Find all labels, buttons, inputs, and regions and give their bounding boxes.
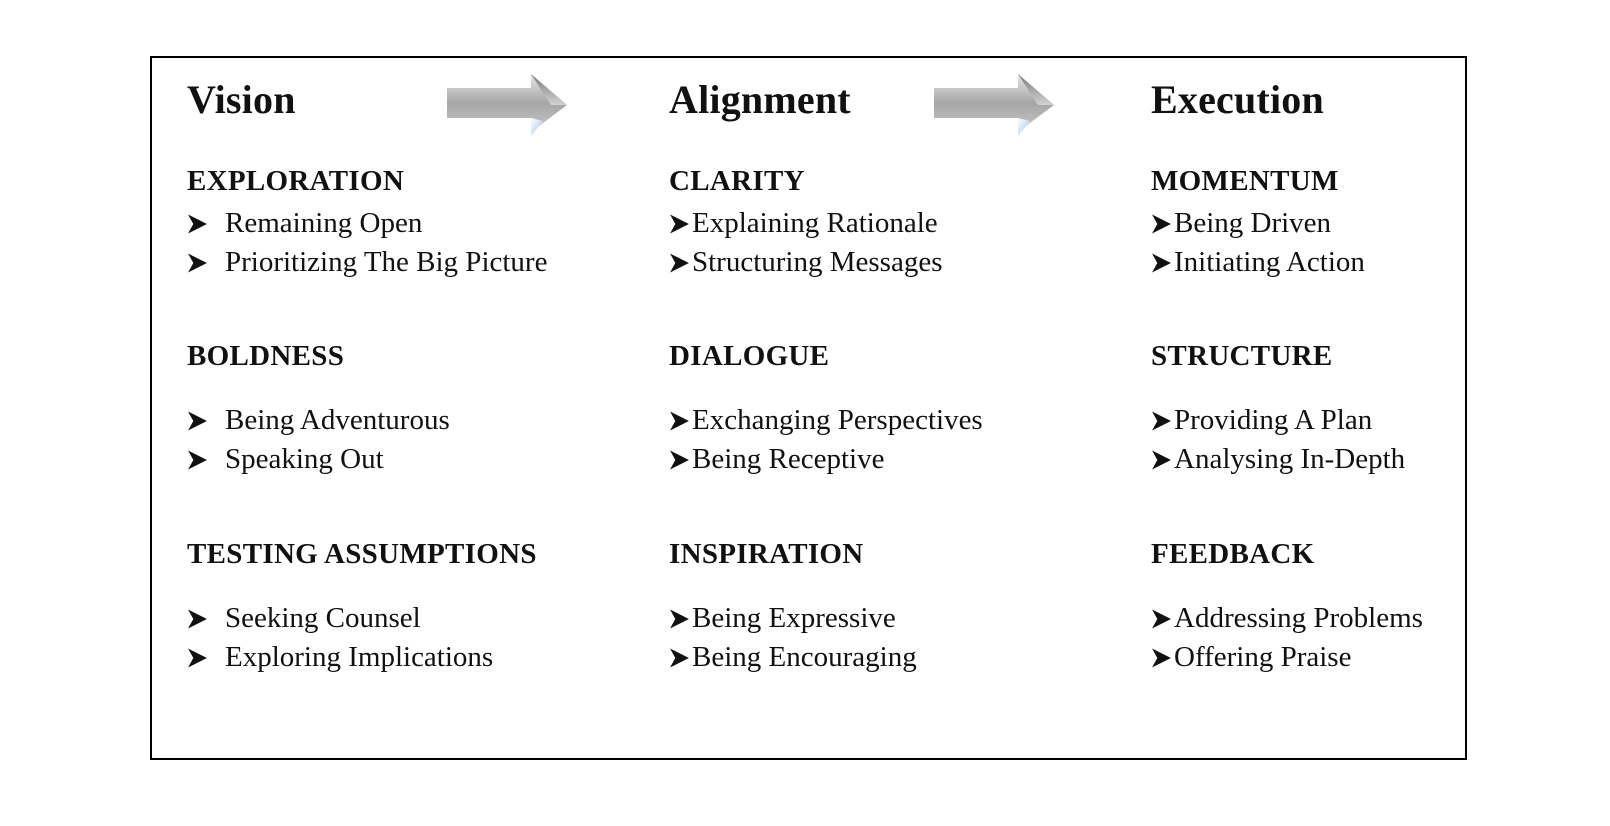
list-item: Addressing Problems [1151, 599, 1610, 638]
section-heading: BOLDNESS [187, 340, 345, 372]
item-label: Being Encouraging [692, 641, 917, 673]
arrowhead-bullet-icon [1151, 252, 1172, 274]
arrowhead-bullet-icon [669, 252, 690, 274]
item-list: Being Driven Initiating Action [1151, 204, 1610, 282]
item-label: Exchanging Perspectives [692, 404, 983, 436]
list-item: Offering Praise [1151, 638, 1610, 677]
list-item: Exchanging Perspectives [669, 401, 1129, 440]
arrowhead-bullet-icon [187, 647, 208, 669]
section-structure: STRUCTURE Providing A Plan Analysing In-… [1151, 339, 1610, 479]
item-list: Seeking Counsel Exploring Implications [187, 599, 647, 677]
section-heading: STRUCTURE [1151, 340, 1333, 372]
list-item: Being Receptive [669, 440, 1129, 479]
section-heading: FEEDBACK [1151, 538, 1315, 570]
section-boldness: BOLDNESS Being Adventurous Speaking Out [187, 339, 647, 479]
list-item: Being Encouraging [669, 638, 1129, 677]
arrowhead-bullet-icon [1151, 647, 1172, 669]
list-item: Exploring Implications [187, 638, 647, 677]
section-momentum: MOMENTUM Being Driven Initiating Action [1151, 164, 1610, 282]
item-label: Structuring Messages [692, 246, 943, 278]
item-label: Being Receptive [692, 443, 885, 475]
item-label: Being Expressive [692, 602, 896, 634]
diagram-frame: Vision EXPLORATION Remaining Open Priori… [150, 56, 1467, 760]
item-list: Being Expressive Being Encouraging [669, 599, 1129, 677]
item-label: Speaking Out [225, 443, 384, 475]
list-item: Prioritizing The Big Picture [187, 243, 647, 282]
item-label: Analysing In-Depth [1174, 443, 1406, 475]
arrowhead-bullet-icon [187, 410, 208, 432]
item-label: Explaining Rationale [692, 207, 938, 239]
right-arrow-icon [447, 74, 567, 136]
stage-title: Vision [187, 77, 296, 122]
arrowhead-bullet-icon [669, 647, 690, 669]
item-label: Exploring Implications [225, 641, 494, 673]
list-item: Initiating Action [1151, 243, 1610, 282]
stage-title: Execution [1151, 77, 1324, 122]
list-item: Being Adventurous [187, 401, 647, 440]
item-label: Initiating Action [1174, 246, 1365, 278]
section-clarity: CLARITY Explaining Rationale Structuring… [669, 164, 1129, 282]
list-item: Speaking Out [187, 440, 647, 479]
arrowhead-bullet-icon [187, 252, 208, 274]
list-item: Seeking Counsel [187, 599, 647, 638]
section-heading: DIALOGUE [669, 340, 830, 372]
arrowhead-bullet-icon [187, 449, 208, 471]
item-label: Being Driven [1174, 207, 1332, 239]
right-arrow-icon [934, 74, 1054, 136]
item-label: Providing A Plan [1174, 404, 1373, 436]
item-label: Being Adventurous [225, 404, 450, 436]
item-list: Explaining Rationale Structuring Message… [669, 204, 1129, 282]
section-heading: CLARITY [669, 165, 805, 197]
section-heading: TESTING ASSUMPTIONS [187, 538, 537, 570]
item-list: Providing A Plan Analysing In-Depth [1151, 401, 1610, 479]
item-list: Addressing Problems Offering Praise [1151, 599, 1610, 677]
section-testing-assumptions: TESTING ASSUMPTIONS Seeking Counsel Expl… [187, 537, 647, 677]
item-list: Being Adventurous Speaking Out [187, 401, 647, 479]
list-item: Being Driven [1151, 204, 1610, 243]
section-heading: INSPIRATION [669, 538, 864, 570]
arrowhead-bullet-icon [669, 608, 690, 630]
section-exploration: EXPLORATION Remaining Open Prioritizing … [187, 164, 647, 282]
item-label: Offering Praise [1174, 641, 1352, 673]
list-item: Remaining Open [187, 204, 647, 243]
section-dialogue: DIALOGUE Exchanging Perspectives Being R… [669, 339, 1129, 479]
list-item: Providing A Plan [1151, 401, 1610, 440]
item-label: Prioritizing The Big Picture [225, 246, 548, 278]
arrowhead-bullet-icon [187, 608, 208, 630]
stage-title: Alignment [669, 77, 851, 122]
list-item: Being Expressive [669, 599, 1129, 638]
arrowhead-bullet-icon [187, 213, 208, 235]
item-list: Exchanging Perspectives Being Receptive [669, 401, 1129, 479]
item-label: Remaining Open [225, 207, 423, 239]
arrowhead-bullet-icon [1151, 449, 1172, 471]
item-label: Seeking Counsel [225, 602, 421, 634]
list-item: Structuring Messages [669, 243, 1129, 282]
section-feedback: FEEDBACK Addressing Problems Offering Pr… [1151, 537, 1610, 677]
arrowhead-bullet-icon [669, 410, 690, 432]
list-item: Explaining Rationale [669, 204, 1129, 243]
arrowhead-bullet-icon [669, 213, 690, 235]
arrowhead-bullet-icon [1151, 410, 1172, 432]
arrowhead-bullet-icon [1151, 608, 1172, 630]
arrowhead-bullet-icon [1151, 213, 1172, 235]
section-inspiration: INSPIRATION Being Expressive Being Encou… [669, 537, 1129, 677]
item-label: Addressing Problems [1174, 602, 1423, 634]
item-list: Remaining Open Prioritizing The Big Pict… [187, 204, 647, 282]
section-heading: EXPLORATION [187, 165, 405, 197]
section-heading: MOMENTUM [1151, 165, 1339, 197]
list-item: Analysing In-Depth [1151, 440, 1610, 479]
arrowhead-bullet-icon [669, 449, 690, 471]
